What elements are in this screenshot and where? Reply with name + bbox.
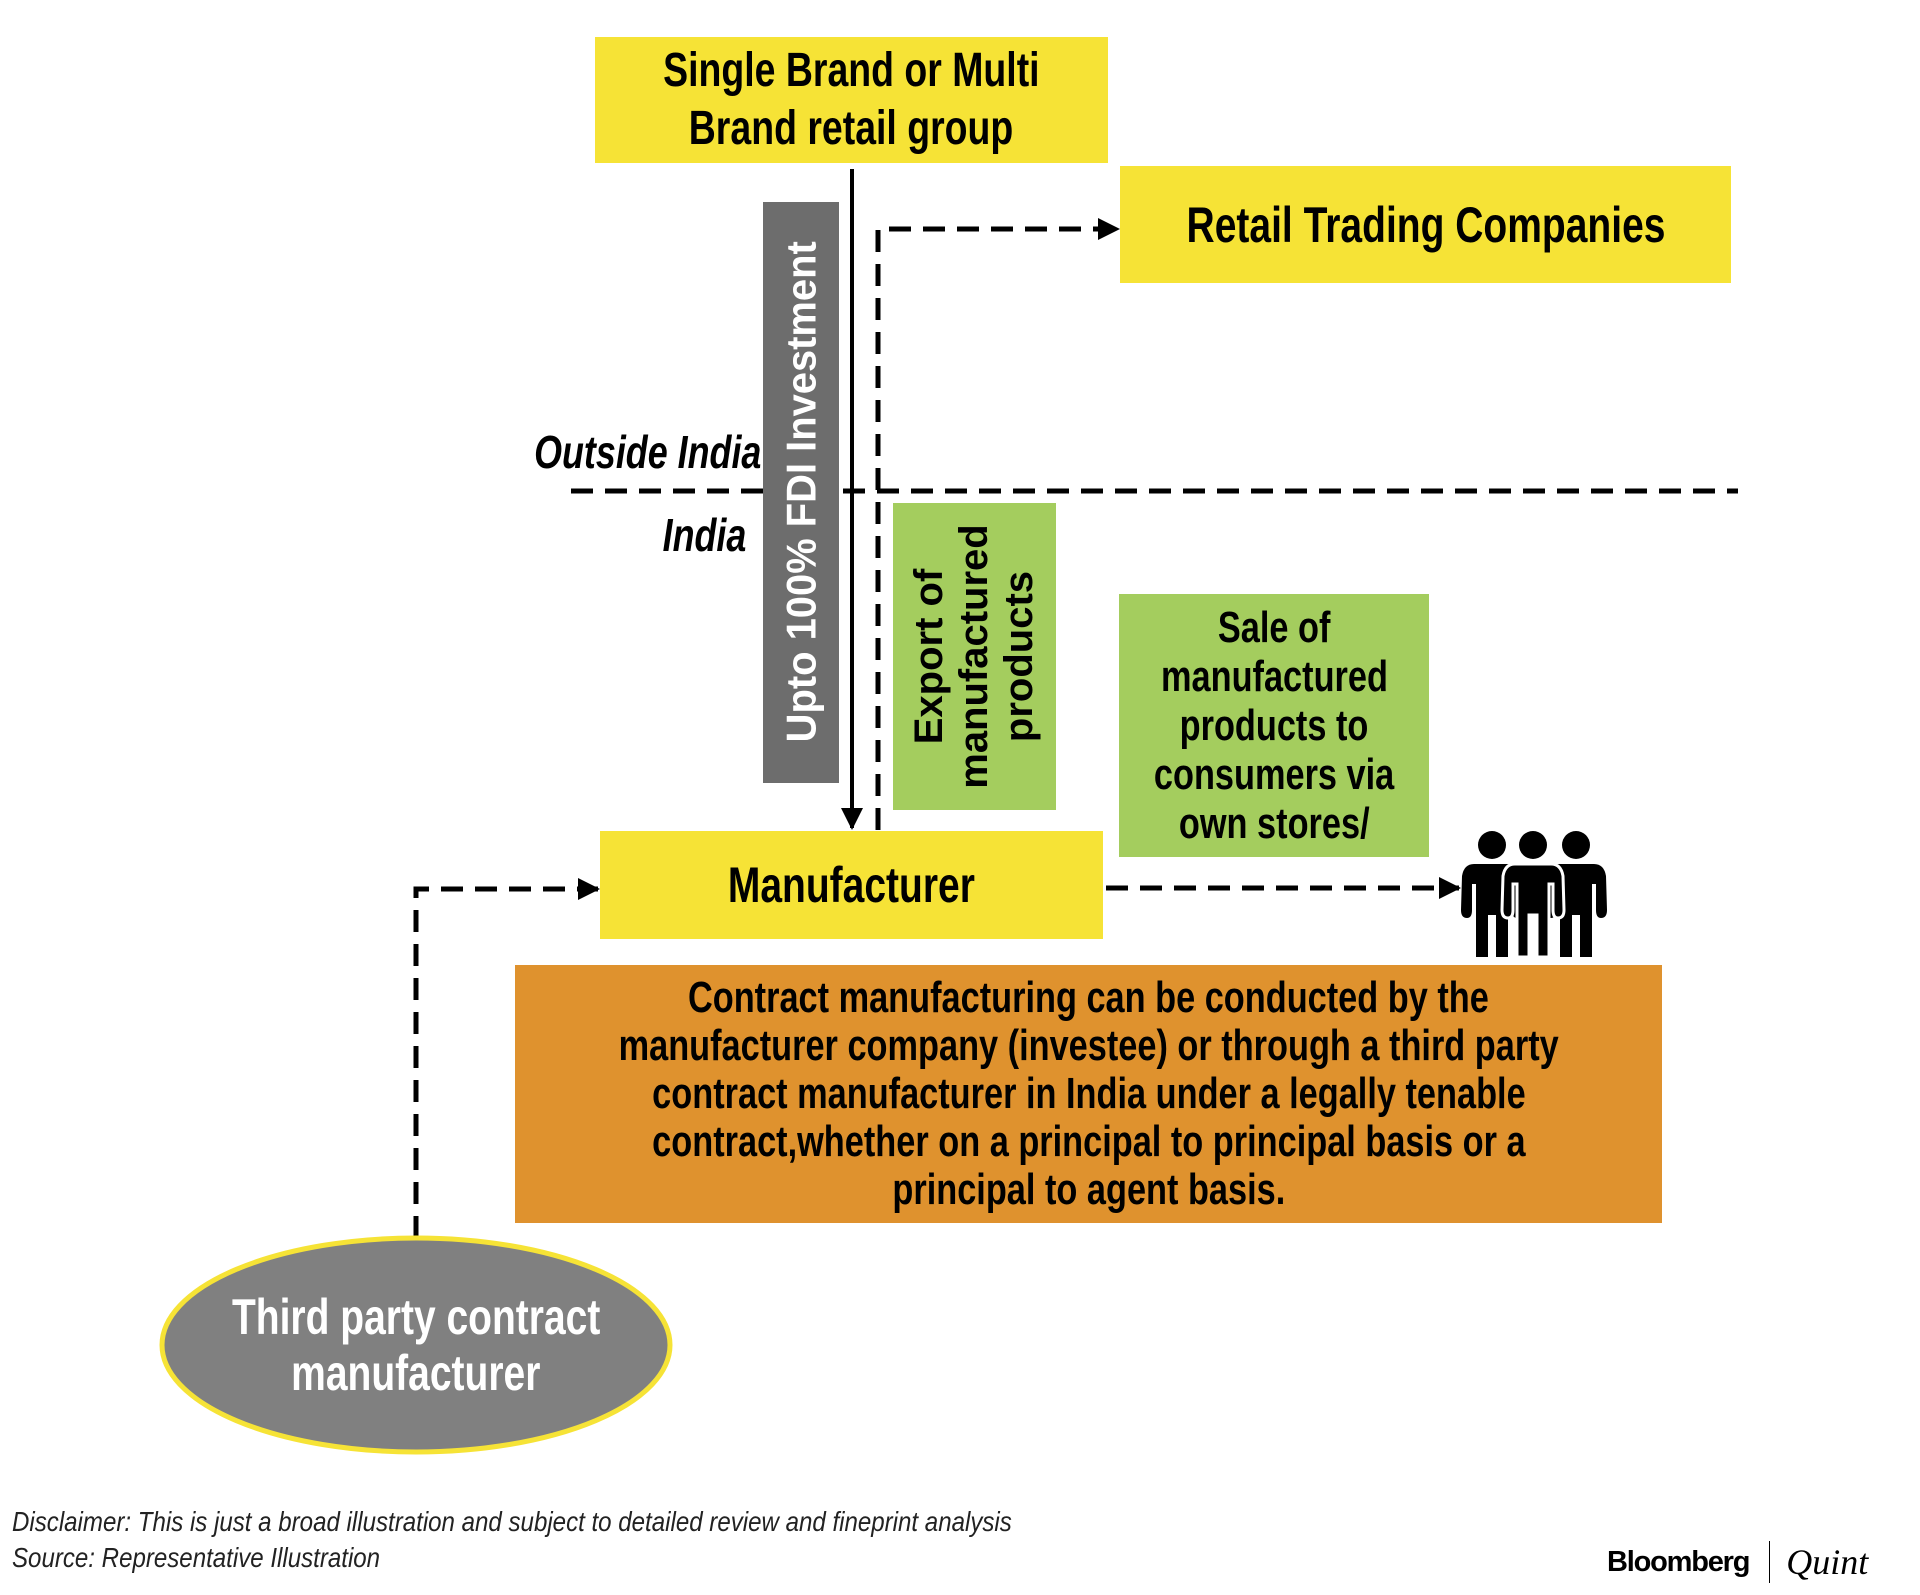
third-party-line-2: manufacturer: [291, 1345, 541, 1401]
manufacturer-label: Manufacturer: [727, 857, 976, 913]
retail-trading-label: Retail Trading Companies: [1186, 196, 1665, 253]
sale-line-5: own stores/: [1178, 799, 1370, 848]
brand-logo: Bloomberg Quint: [1607, 1540, 1868, 1584]
fdi-label-wrap: Upto 100% FDI Investment: [764, 202, 840, 783]
outside-india-text: Outside India: [534, 426, 762, 478]
person-icon: [1500, 831, 1566, 959]
sale-label-box: Sale of manufactured products to consume…: [1119, 594, 1429, 857]
logo-divider: [1769, 1541, 1771, 1583]
contract-note-line-5: principal to agent basis.: [892, 1165, 1285, 1214]
outside-india-label: Outside India: [470, 425, 761, 479]
sale-line-2: manufactured: [1160, 652, 1388, 701]
logo-bloomberg: Bloomberg: [1607, 1545, 1750, 1578]
export-line-3: products: [997, 570, 1041, 743]
sale-line-4: consumers via: [1153, 750, 1395, 799]
india-label: India: [560, 508, 746, 562]
manufacturer-node: Manufacturer: [600, 831, 1103, 939]
sale-line-1: Sale of: [1217, 603, 1331, 652]
export-line-1: Export of: [907, 568, 951, 745]
contract-note-line-2: manufacturer company (investee) or throu…: [618, 1021, 1559, 1070]
contract-note-line-1: Contract manufacturing can be conducted …: [688, 973, 1489, 1022]
third-party-ellipse: [159, 1235, 673, 1455]
logo-quint: Quint: [1786, 1542, 1869, 1582]
retail-group-line-1: Single Brand or Multi: [663, 44, 1040, 97]
sale-line-3: products to: [1179, 701, 1369, 750]
source-text: Source: Representative Illustration: [12, 1542, 381, 1573]
third-party-arrow: [413, 878, 600, 1238]
contract-note-box: Contract manufacturing can be conducted …: [515, 965, 1662, 1223]
contract-note-line-3: contract manufacturer in India under a l…: [651, 1069, 1526, 1118]
people-group-icon: [1461, 831, 1607, 959]
export-label-box: [893, 503, 1056, 810]
retail-group-node: Single Brand or Multi Brand retail group: [595, 37, 1108, 163]
fdi-label: Upto 100% FDI Investment: [777, 241, 825, 743]
export-arrow: [875, 218, 1120, 830]
third-party-node: Third party contract manufacturer: [162, 1238, 670, 1452]
third-party-line-1: Third party contract: [231, 1289, 601, 1345]
fdi-label-bar: [763, 202, 839, 783]
export-line-2: manufactured: [952, 524, 996, 789]
export-label-wrap: Export of manufactured products: [893, 503, 1056, 810]
contract-note-line-4: contract,whether on a principal to princ…: [651, 1117, 1526, 1166]
retail-group-line-2: Brand retail group: [689, 102, 1014, 155]
retail-trading-node: Retail Trading Companies: [1120, 166, 1731, 283]
disclaimer-text: Disclaimer: This is just a broad illustr…: [12, 1506, 1012, 1537]
india-text: India: [662, 509, 746, 561]
